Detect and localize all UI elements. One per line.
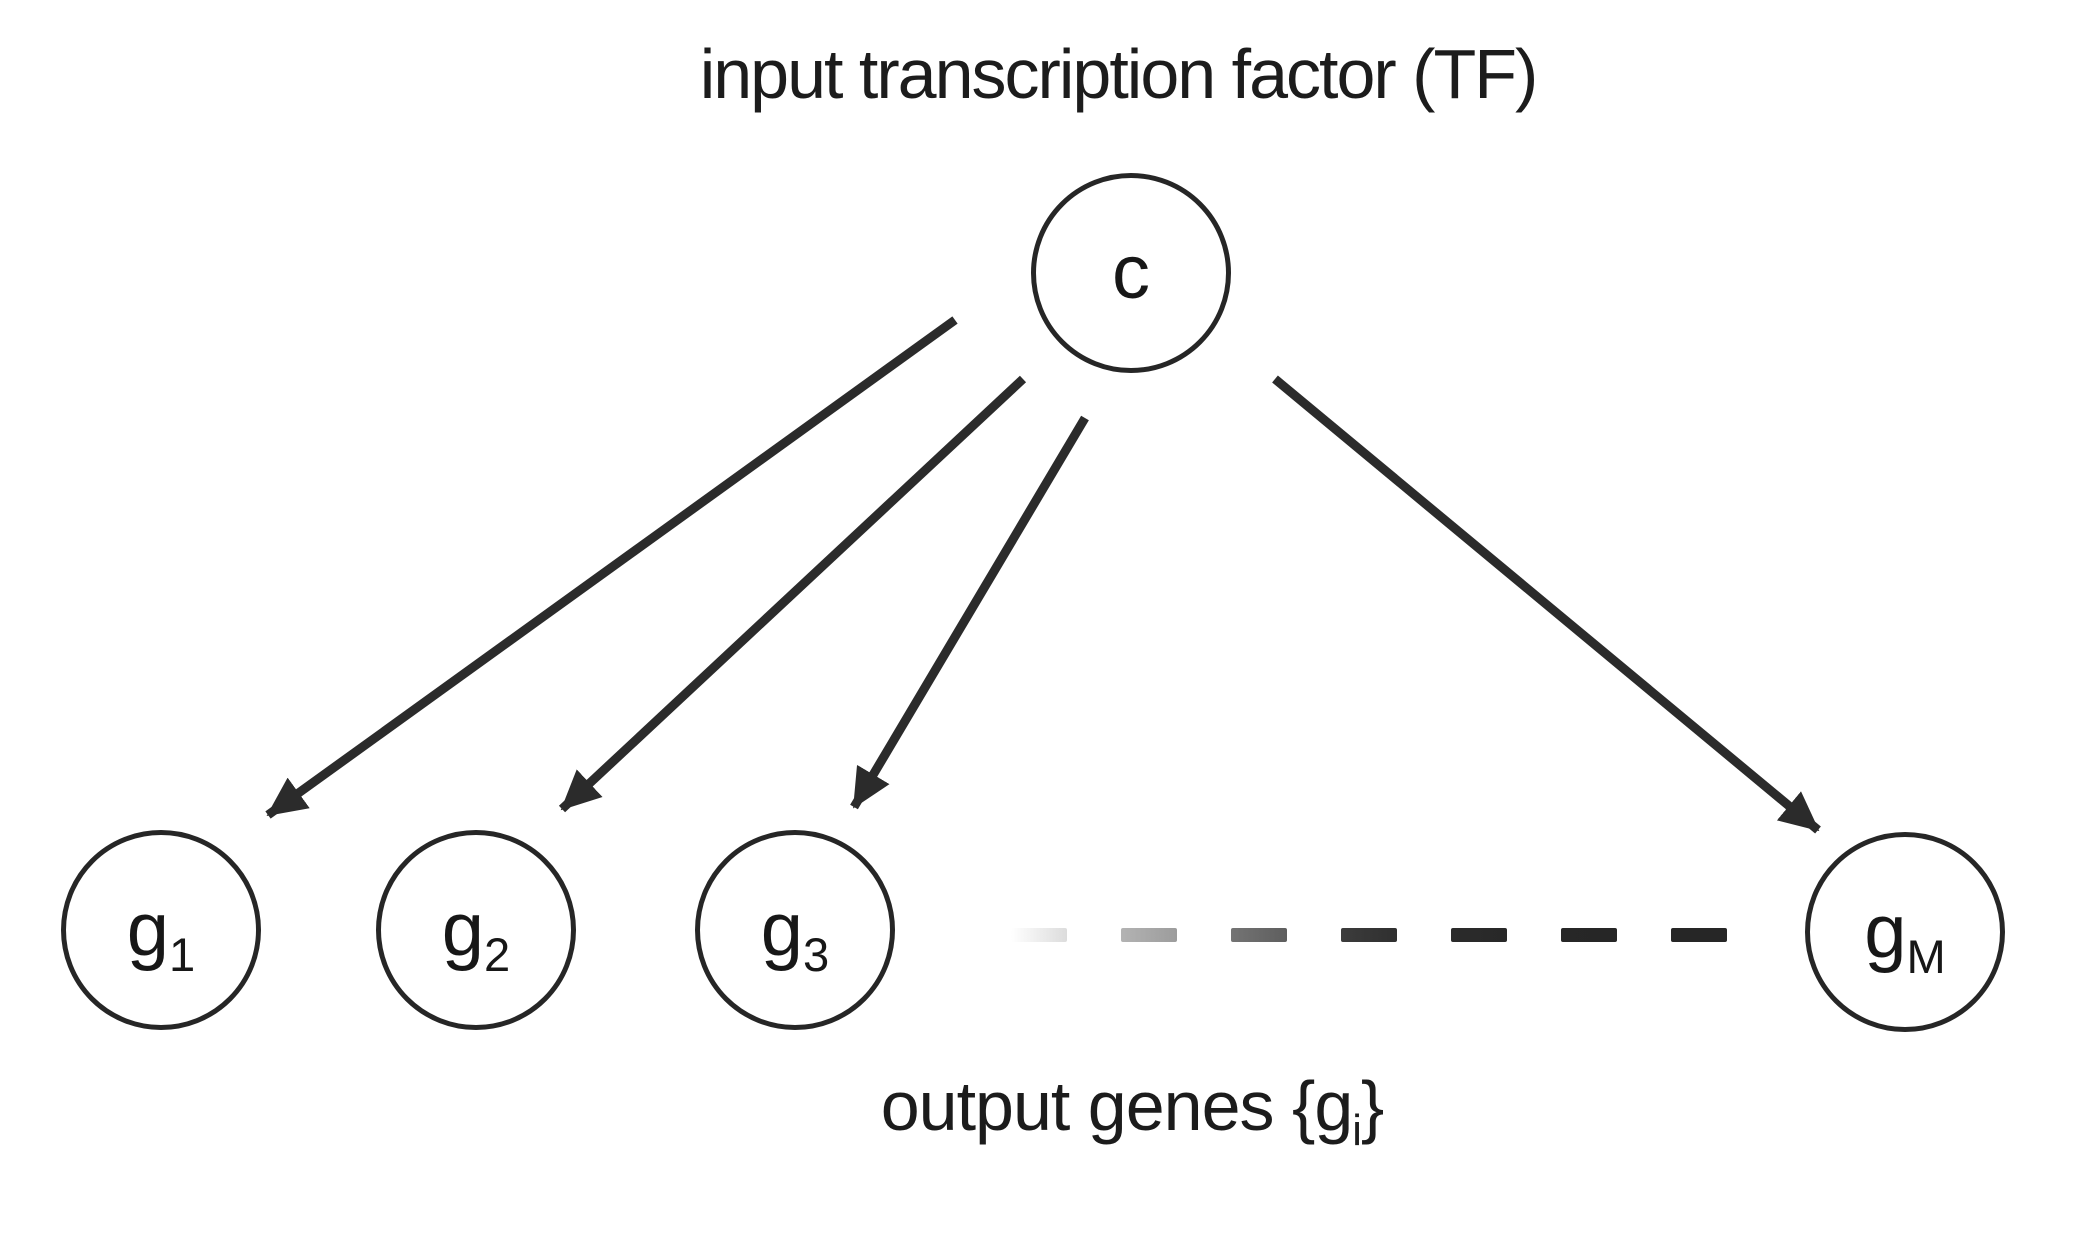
ellipsis-dash xyxy=(1011,928,1067,942)
node-gene-g2-label: g2 xyxy=(441,887,511,982)
ellipsis-dash xyxy=(1561,928,1617,942)
edge-c-to-g3-arrow xyxy=(850,415,1089,810)
diagram-title: input transcription factor (TF) xyxy=(699,35,1539,113)
edge-c-to-g1-arrow xyxy=(265,316,958,819)
node-gene-g3-label: g3 xyxy=(760,887,830,982)
node-gene-g1-label: g1 xyxy=(126,887,196,982)
edge-c-to-g2-arrow xyxy=(558,375,1027,813)
node-gene-g3: g3 xyxy=(695,830,895,1030)
ellipsis-dash xyxy=(1451,928,1507,942)
node-tf-c-label: c xyxy=(1112,230,1150,315)
node-gene-g1: g1 xyxy=(61,830,261,1030)
node-gene-gM-label: gM xyxy=(1864,889,1946,984)
ellipsis-dash xyxy=(1341,928,1397,942)
node-gene-gM: gM xyxy=(1805,832,2005,1032)
ellipsis-dash xyxy=(1121,928,1177,942)
ellipsis-dash xyxy=(1671,928,1727,942)
edge-c-to-gM-arrow xyxy=(1272,375,1821,834)
node-tf-c: c xyxy=(1031,173,1231,373)
ellipsis-dash xyxy=(1231,928,1287,942)
diagram-caption: output genes {gi} xyxy=(880,1067,1385,1155)
ellipsis-dashes xyxy=(1011,928,1727,942)
node-gene-g2: g2 xyxy=(376,830,576,1030)
